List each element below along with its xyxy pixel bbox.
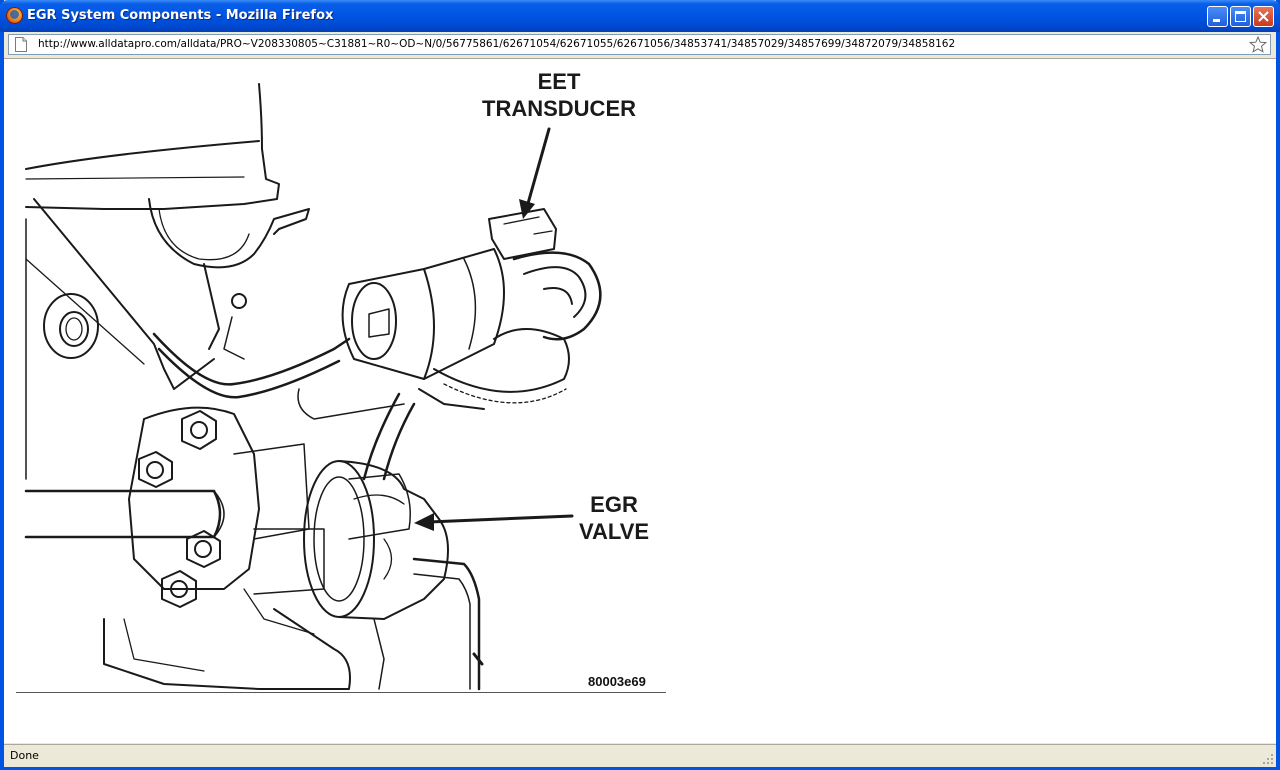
eet-label-line2: TRANSDUCER xyxy=(482,96,636,121)
close-button[interactable] xyxy=(1253,6,1274,27)
minimize-icon xyxy=(1213,19,1220,22)
figure-divider xyxy=(16,692,666,693)
egr-label-line1: EGR xyxy=(590,492,638,517)
maximize-icon xyxy=(1235,11,1246,22)
maximize-button[interactable] xyxy=(1230,6,1251,27)
window-title: EGR System Components - Mozilla Firefox xyxy=(27,8,334,23)
close-icon xyxy=(1258,11,1269,22)
egr-diagram-illustration xyxy=(24,83,602,691)
address-toolbar: http://www.alldatapro.com/alldata/PRO~V2… xyxy=(4,32,1276,59)
figure-id: 80003e69 xyxy=(588,674,646,689)
egr-label-line2: VALVE xyxy=(578,519,650,544)
resize-grip-icon[interactable] xyxy=(1260,751,1274,765)
url-text[interactable]: http://www.alldatapro.com/alldata/PRO~V2… xyxy=(38,38,956,50)
page-content: EET TRANSDUCER EGR VALVE 80003e69 xyxy=(4,59,1276,743)
title-bar[interactable]: EGR System Components - Mozilla Firefox xyxy=(0,0,1280,32)
url-field[interactable]: http://www.alldatapro.com/alldata/PRO~V2… xyxy=(8,34,1271,55)
page-icon xyxy=(15,37,27,52)
status-bar: Done xyxy=(4,744,1276,767)
status-text: Done xyxy=(10,749,39,762)
firefox-icon xyxy=(6,7,23,24)
star-icon[interactable] xyxy=(1249,36,1267,53)
eet-label-line1: EET xyxy=(537,69,581,94)
minimize-button[interactable] xyxy=(1207,6,1228,27)
